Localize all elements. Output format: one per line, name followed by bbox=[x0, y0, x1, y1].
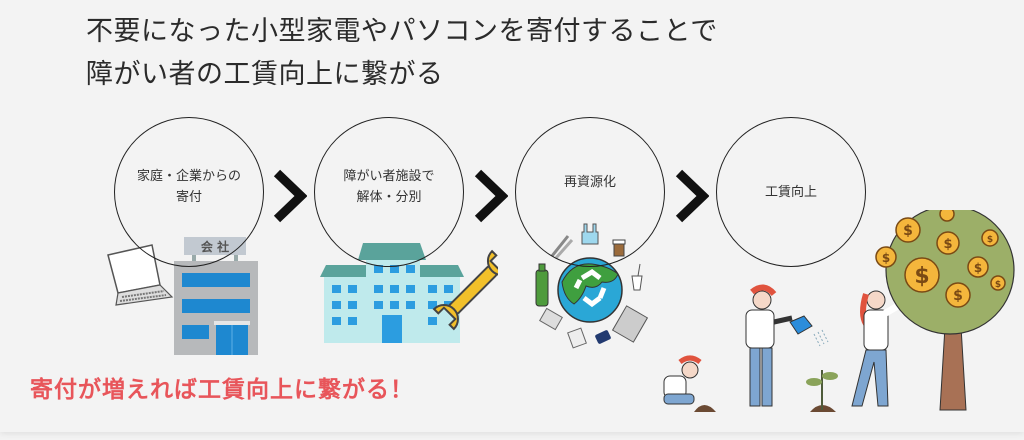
company-building-icon bbox=[174, 237, 258, 355]
tagline: 寄付が増えれば工賃向上に繋がる！ bbox=[30, 377, 414, 403]
paper-pack-icon bbox=[567, 327, 587, 349]
laptop-company-illustration: 会 社 bbox=[107, 237, 258, 355]
step-3-label: 再資源化 bbox=[563, 174, 616, 190]
svg-text:$: $ bbox=[974, 261, 982, 275]
step-2-label: 障がい者施設で 解体・分別 bbox=[343, 169, 435, 205]
title-line-1: 不要になった小型家電やパソコンを寄付することで bbox=[86, 16, 718, 47]
chevron-right-icon bbox=[273, 169, 307, 223]
dollar-sign-icon: $ $ $ $ $ $ $ $ bbox=[882, 223, 1001, 304]
svg-text:$: $ bbox=[995, 280, 1001, 290]
svg-text:$: $ bbox=[987, 235, 993, 245]
money-tree-illustration: $ $ $ $ $ $ $ $ bbox=[663, 210, 1015, 412]
svg-text:$: $ bbox=[903, 223, 913, 239]
laptop-icon bbox=[107, 244, 174, 306]
svg-text:$: $ bbox=[943, 237, 952, 252]
step-2-dismantle-circle: 障がい者施設で 解体・分別 bbox=[314, 117, 464, 267]
cup-with-straw-icon bbox=[631, 263, 643, 291]
money-tree-icon: $ $ $ $ $ $ $ $ bbox=[875, 210, 1015, 411]
tray-icon bbox=[611, 305, 649, 343]
step-3-recycle-circle: 再資源化 bbox=[515, 117, 665, 267]
step-1-label: 家庭・企業からの 寄付 bbox=[136, 169, 241, 205]
watering-woman-icon bbox=[745, 284, 829, 407]
sprout-icon bbox=[806, 370, 838, 412]
globe-icon bbox=[557, 257, 623, 323]
svg-text:$: $ bbox=[953, 288, 963, 304]
wrench-icon bbox=[432, 249, 498, 331]
step-4-label: 工賃向上 bbox=[764, 184, 817, 200]
step-4-wage-circle: 工賃向上 bbox=[716, 117, 866, 267]
plastic-bottle-icon bbox=[535, 263, 549, 307]
svg-text:$: $ bbox=[914, 264, 929, 289]
svg-text:$: $ bbox=[882, 251, 890, 265]
chevron-right-icon bbox=[675, 169, 709, 223]
chevron-right-icon bbox=[474, 169, 508, 223]
title-line-2: 障がい者の工賃向上に繋がる bbox=[86, 59, 444, 90]
container-icon bbox=[539, 307, 563, 331]
battery-icon bbox=[595, 330, 611, 344]
step-1-donation-circle: 家庭・企業からの 寄付 bbox=[114, 117, 264, 267]
page-title: 不要になった小型家電やパソコンを寄付することで 障がい者の工賃向上に繋がる bbox=[86, 10, 718, 96]
crouching-woman-icon bbox=[663, 355, 716, 412]
coin-icon bbox=[875, 210, 1006, 308]
